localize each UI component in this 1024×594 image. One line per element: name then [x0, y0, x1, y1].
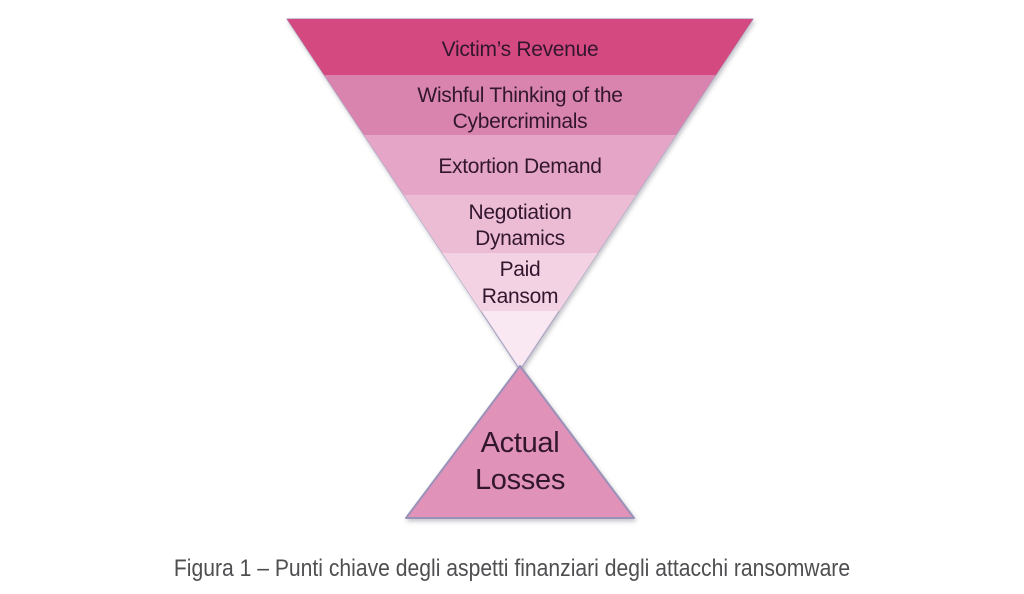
loss-triangle-group: Actual Losses	[405, 365, 635, 519]
ransomware-funnel-diagram: Victim’s Revenue Wishful Thinking of the…	[286, 18, 754, 519]
funnel: Victim’s Revenue Wishful Thinking of the…	[286, 18, 754, 371]
funnel-label-wishful-thinking-line2: Cybercriminals	[453, 110, 588, 133]
funnel-label-wishful-thinking-line1: Wishful Thinking of the	[417, 84, 622, 107]
funnel-label-negotiation-dynamics-line2: Dynamics	[475, 227, 565, 250]
funnel-label-paid-ransom-line2: Ransom	[482, 285, 558, 308]
funnel-layer-extortion-demand	[364, 135, 676, 196]
actual-losses-triangle	[405, 365, 635, 519]
funnel-label-paid-ransom-line1: Paid	[500, 258, 541, 281]
funnel-layer-paid-ransom	[442, 253, 598, 311]
funnel-label-extortion-demand: Extortion Demand	[438, 155, 601, 178]
funnel-label-victims-revenue: Victim’s Revenue	[442, 38, 599, 61]
actual-losses-label-line1: Actual	[481, 427, 560, 459]
funnel-layer-wishful-thinking	[324, 75, 716, 136]
funnel-layer-negotiation-dynamics	[403, 195, 637, 254]
actual-losses-label-line2: Losses	[475, 464, 565, 496]
funnel-label-negotiation-dynamics-line1: Negotiation	[469, 201, 572, 224]
funnel-layer-victims-revenue	[287, 19, 753, 76]
figure-caption: Figura 1 – Punti chiave degli aspetti fi…	[173, 555, 851, 582]
